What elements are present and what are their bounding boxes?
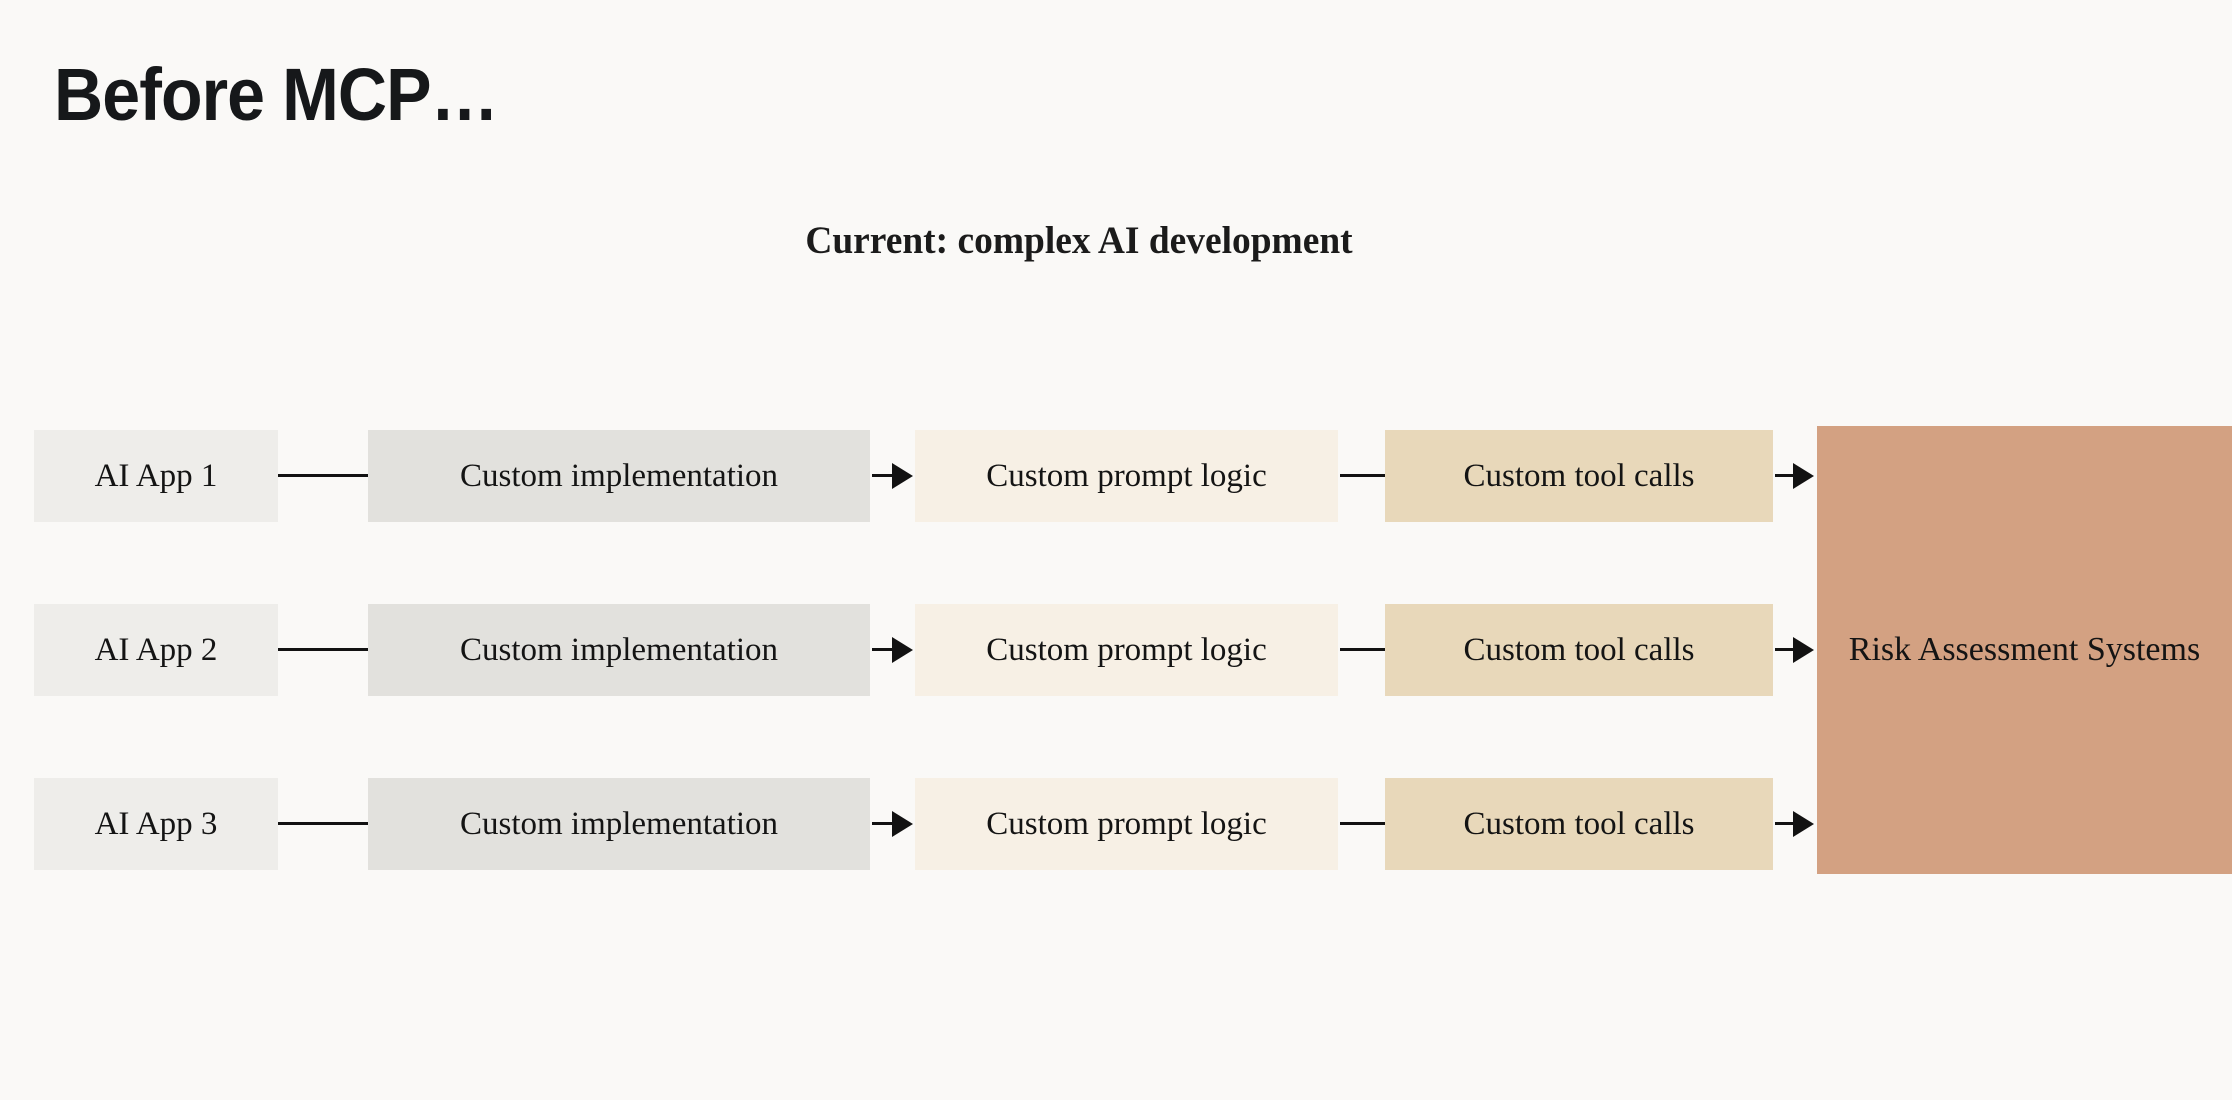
connector-row1-tool-to-sink [1775, 474, 1799, 477]
arrow-row1-tool-to-sink [1793, 463, 1814, 489]
page-title: Before MCP… [54, 53, 499, 136]
connector-row1-prompt-to-tool [1340, 474, 1385, 477]
node-custom-tool-calls-2[interactable]: Custom tool calls [1385, 604, 1773, 696]
node-custom-prompt-logic-3[interactable]: Custom prompt logic [915, 778, 1338, 870]
connector-row1-impl-to-prompt [872, 474, 900, 477]
node-custom-implementation-3[interactable]: Custom implementation [368, 778, 870, 870]
arrow-row2-tool-to-sink [1793, 637, 1814, 663]
connector-row2-tool-to-sink [1775, 648, 1799, 651]
node-custom-tool-calls-1[interactable]: Custom tool calls [1385, 430, 1773, 522]
node-custom-tool-calls-3[interactable]: Custom tool calls [1385, 778, 1773, 870]
connector-row3-prompt-to-tool [1340, 822, 1385, 825]
connector-row3-impl-to-prompt [872, 822, 900, 825]
node-ai-app-3[interactable]: AI App 3 [34, 778, 278, 870]
node-custom-implementation-2[interactable]: Custom implementation [368, 604, 870, 696]
diagram-subtitle: Current: complex AI development [805, 219, 1353, 262]
node-ai-app-1[interactable]: AI App 1 [34, 430, 278, 522]
connector-row3-tool-to-sink [1775, 822, 1799, 825]
arrow-row1-impl-to-prompt [892, 463, 913, 489]
connector-row2-prompt-to-tool [1340, 648, 1385, 651]
connector-row1-app-to-impl [278, 474, 368, 477]
node-custom-implementation-1[interactable]: Custom implementation [368, 430, 870, 522]
node-ai-app-2[interactable]: AI App 2 [34, 604, 278, 696]
node-custom-prompt-logic-1[interactable]: Custom prompt logic [915, 430, 1338, 522]
connector-row2-app-to-impl [278, 648, 368, 651]
connector-row3-app-to-impl [278, 822, 368, 825]
arrow-row3-tool-to-sink [1793, 811, 1814, 837]
connector-row2-impl-to-prompt [872, 648, 900, 651]
arrow-row3-impl-to-prompt [892, 811, 913, 837]
arrow-row2-impl-to-prompt [892, 637, 913, 663]
node-risk-assessment-systems[interactable]: Risk Assessment Systems [1817, 426, 2232, 874]
node-custom-prompt-logic-2[interactable]: Custom prompt logic [915, 604, 1338, 696]
